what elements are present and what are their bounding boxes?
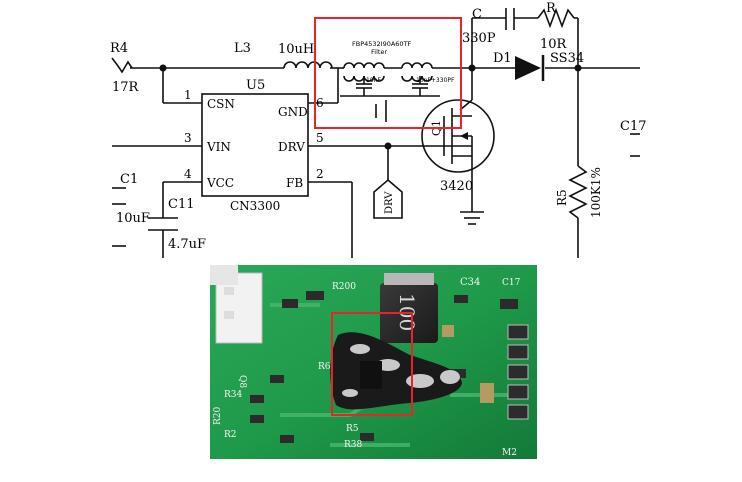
silk-r5: R5	[346, 424, 359, 434]
photo-highlight-box	[331, 312, 413, 416]
silk-q8: Q8	[237, 375, 247, 388]
q1-value: 3420	[440, 179, 473, 194]
c1-ref: C1	[120, 172, 138, 187]
r4-ref: R4	[110, 41, 128, 56]
c17-ref: C17	[620, 119, 647, 134]
filter-cap2: 10nF+330PF	[416, 77, 455, 84]
filter-label: Filter	[371, 48, 387, 56]
u5-pin-name-csn: CSN	[207, 97, 235, 111]
u5-pin-num-3: 3	[184, 131, 192, 145]
u5-pin-num-2: 2	[316, 167, 324, 181]
silk-r20: R20	[213, 406, 223, 425]
l3-value: 10uH	[278, 42, 314, 57]
u5-ref: U5	[246, 78, 265, 93]
u5-pin-name-vcc: VCC	[206, 176, 234, 190]
silk-r2: R2	[224, 430, 237, 440]
r4-value: 17R	[112, 80, 140, 95]
d1-ref: D1	[493, 51, 512, 66]
filter-cap1: 10nF	[366, 77, 381, 84]
pcb-photo: 100 R200 C34 C17 R6 R5 R38	[210, 265, 537, 459]
d1-diode	[515, 56, 541, 80]
silk-r200: R200	[332, 282, 356, 292]
drv-tag-label: DRV	[384, 191, 395, 214]
r-top-ref: R	[546, 1, 557, 16]
u5-pin-num-6: 6	[316, 96, 324, 110]
silk-c34: C34	[460, 277, 480, 288]
u5-part: CN3300	[230, 199, 280, 213]
d1-value: SS34	[550, 51, 584, 66]
r5-value: 100K1%	[589, 167, 603, 218]
c-top-ref: C	[472, 7, 482, 22]
u5-pin-num-1: 1	[184, 88, 192, 102]
silk-c17: C17	[502, 278, 521, 288]
u5-pin-name-fb: FB	[286, 176, 303, 190]
c11-value: 4.7uF	[168, 237, 206, 252]
u5-pin-num-5: 5	[316, 131, 324, 145]
u5-pin-name-gnd: GND	[278, 105, 308, 119]
u5-pin-num-4: 4	[184, 167, 192, 181]
c11-ref: C11	[168, 197, 195, 212]
silk-m2: M2	[502, 448, 517, 458]
schematic: R4 17R L3 10uH U5 CN3300 1 CSN 3 VIN 4 V…	[110, 1, 647, 258]
c-top-value: 330P	[462, 31, 496, 46]
silk-r34: R34	[224, 390, 243, 400]
l3-ref: L3	[234, 41, 251, 56]
u5-pin-name-drv: DRV	[278, 140, 305, 154]
silk-r38: R38	[344, 440, 363, 450]
filter-part: FBP4532I90A60TF	[352, 40, 412, 48]
schematic-highlight-box	[314, 17, 462, 129]
r5-ref: R5	[555, 189, 569, 206]
silk-r6: R6	[318, 362, 331, 372]
u5-pin-name-vin: VIN	[206, 140, 231, 154]
r-top-value: 10R	[540, 37, 568, 52]
c1-value: 10uF	[116, 211, 150, 226]
